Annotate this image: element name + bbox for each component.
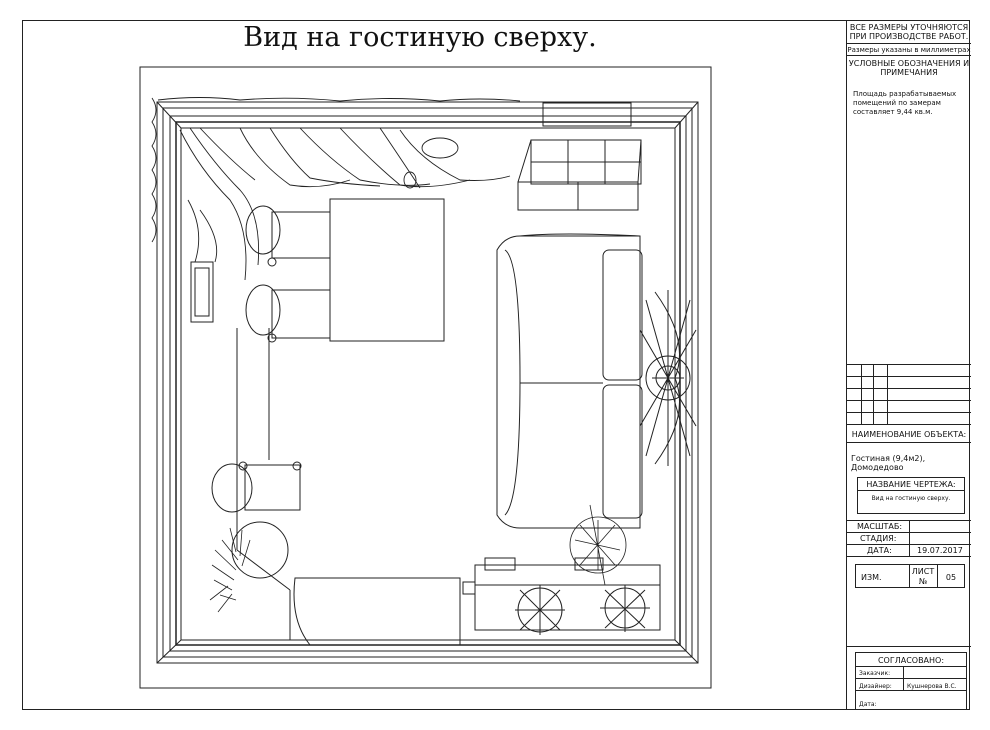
object-name-line2: Домодедово — [851, 463, 904, 472]
scale-label: МАСШТАБ: — [857, 522, 903, 531]
date-label: ДАТА: — [867, 546, 892, 555]
legend-line1: УСЛОВНЫЕ ОБОЗНАЧЕНИЯ И — [848, 59, 970, 68]
object-name-label: НАИМЕНОВАНИЕ ОБЪЕКТА: — [851, 430, 967, 439]
dining-chairs — [245, 205, 331, 343]
area-line2: помещений по замерам — [853, 99, 941, 107]
plant-right — [569, 504, 627, 586]
designer-label: Дизайнер: — [859, 683, 892, 690]
drawing-name-value: Вид на гостиную сверху. — [871, 495, 951, 502]
curtains — [151, 97, 521, 281]
drawing-frame — [22, 20, 970, 710]
date2-label: Дата: — [859, 701, 877, 708]
customer-label: Заказчик: — [859, 670, 891, 677]
drawing-title: Вид на гостиную сверху. — [243, 22, 597, 53]
floor-outline — [190, 261, 291, 640]
plan-outer-border — [139, 66, 712, 689]
room-walls — [156, 101, 699, 664]
plant-left — [209, 527, 251, 613]
area-line1: Площадь разрабатываемых — [853, 90, 957, 98]
designer-value: Кушнерова В.С. — [907, 683, 957, 690]
date-value: 19.07.2017 — [917, 546, 963, 555]
rug — [293, 577, 461, 646]
note-line1: ВСЕ РАЗМЕРЫ УТОЧНЯЮТСЯ — [849, 23, 969, 32]
floor-plan — [139, 66, 712, 689]
armchair — [211, 461, 302, 513]
sheet-label-line1: ЛИСТ — [911, 567, 935, 576]
sheet-label-line2: № — [918, 577, 928, 586]
units-note: Размеры указаны в миллиметрах — [847, 46, 971, 54]
sofa — [496, 233, 643, 529]
wall-shelf — [517, 102, 642, 211]
sheet-value: 05 — [945, 573, 957, 582]
sideboard — [462, 557, 661, 635]
object-name-line1: Гостиная (9,4м2), — [851, 454, 926, 463]
stage-label: СТАДИЯ: — [860, 534, 897, 543]
note-line2: ПРИ ПРОИЗВОДСТВЕ РАБОТ. — [849, 32, 969, 41]
legend-line2: ПРИМЕЧАНИЯ — [880, 68, 938, 77]
drawing-name-label: НАЗВАНИЕ ЧЕРТЕЖА: — [866, 480, 956, 489]
title-block: ВСЕ РАЗМЕРЫ УТОЧНЯЮТСЯ ПРИ ПРОИЗВОДСТВЕ … — [846, 20, 971, 710]
approved-label: СОГЛАСОВАНО: — [877, 656, 945, 665]
sunburst-mirror — [639, 290, 697, 466]
approval-box — [855, 652, 967, 710]
sheet-box — [855, 564, 965, 588]
area-line3: составляет 9,44 кв.м. — [853, 108, 933, 116]
floor-lamp — [231, 521, 289, 579]
dining-table — [329, 198, 445, 342]
drawing-name-box — [857, 477, 965, 514]
change-label: ИЗМ. — [861, 573, 882, 582]
